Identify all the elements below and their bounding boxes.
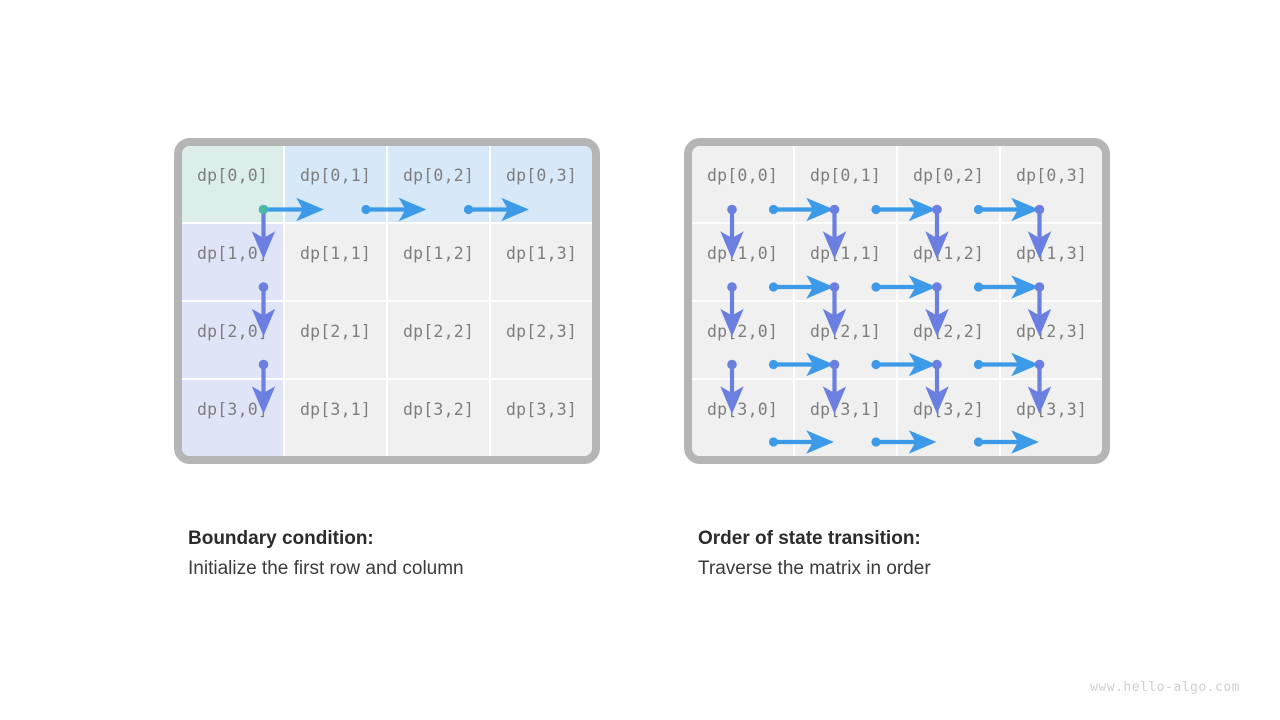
dp-cell-right-2-0: dp[2,0] <box>692 302 793 378</box>
dp-cell-right-0-1: dp[0,1] <box>795 146 896 222</box>
dp-cell-label: dp[1,3] <box>1016 243 1087 263</box>
dp-cell-label: dp[1,1] <box>810 243 881 263</box>
dp-cell-left-2-2: dp[2,2] <box>388 302 489 378</box>
dp-cell-label: dp[2,0] <box>707 321 778 341</box>
dp-cell-right-1-1: dp[1,1] <box>795 224 896 300</box>
dp-cell-label: dp[2,3] <box>1016 321 1087 341</box>
dp-cell-left-1-3: dp[1,3] <box>491 224 592 300</box>
dp-cell-left-2-1: dp[2,1] <box>285 302 386 378</box>
dp-cell-label: dp[0,0] <box>197 165 268 185</box>
dp-cell-right-2-2: dp[2,2] <box>898 302 999 378</box>
dp-cell-label: dp[3,1] <box>810 399 881 419</box>
dp-cell-label: dp[2,1] <box>810 321 881 341</box>
dp-cell-right-2-3: dp[2,3] <box>1001 302 1102 378</box>
dp-cell-label: dp[2,0] <box>197 321 268 341</box>
dp-cell-label: dp[3,0] <box>197 399 268 419</box>
dp-cell-left-0-2: dp[0,2] <box>388 146 489 222</box>
dp-cell-label: dp[1,2] <box>403 243 474 263</box>
dp-cell-left-3-1: dp[3,1] <box>285 380 386 456</box>
dp-matrix-grid-right: dp[0,0] dp[0,1] dp[0,2] dp[0,3] dp[1,0] dp[1,… <box>692 146 1102 456</box>
caption-right-subtitle: Traverse the matrix in order <box>698 558 931 579</box>
dp-cell-label: dp[0,2] <box>403 165 474 185</box>
dp-cell-label: dp[3,2] <box>403 399 474 419</box>
dp-cell-left-3-2: dp[3,2] <box>388 380 489 456</box>
dp-cell-right-3-2: dp[3,2] <box>898 380 999 456</box>
dp-cell-right-0-3: dp[0,3] <box>1001 146 1102 222</box>
dp-cell-label: dp[3,0] <box>707 399 778 419</box>
dp-cell-left-0-1: dp[0,1] <box>285 146 386 222</box>
dp-cell-left-1-1: dp[1,1] <box>285 224 386 300</box>
dp-cell-label: dp[2,1] <box>300 321 371 341</box>
caption-boundary-condition: Boundary condition: Initialize the first… <box>188 528 464 580</box>
dp-cell-label: dp[1,0] <box>197 243 268 263</box>
dp-cell-left-0-0: dp[0,0] <box>182 146 283 222</box>
dp-cell-left-0-3: dp[0,3] <box>491 146 592 222</box>
state-transition-panel: dp[0,0] dp[0,1] dp[0,2] dp[0,3] dp[1,0] dp[1,… <box>684 138 1110 464</box>
dp-cell-right-3-0: dp[3,0] <box>692 380 793 456</box>
caption-left-subtitle: Initialize the first row and column <box>188 558 464 579</box>
dp-cell-right-0-2: dp[0,2] <box>898 146 999 222</box>
caption-left-title: Boundary condition: <box>188 528 374 549</box>
dp-cell-label: dp[2,3] <box>506 321 577 341</box>
dp-cell-right-3-1: dp[3,1] <box>795 380 896 456</box>
dp-cell-label: dp[1,3] <box>506 243 577 263</box>
dp-cell-label: dp[3,2] <box>913 399 984 419</box>
dp-cell-label: dp[2,2] <box>913 321 984 341</box>
dp-cell-right-0-0: dp[0,0] <box>692 146 793 222</box>
dp-cell-right-1-2: dp[1,2] <box>898 224 999 300</box>
dp-cell-right-2-1: dp[2,1] <box>795 302 896 378</box>
dp-matrix-grid-left: dp[0,0] dp[0,1] dp[0,2] dp[0,3] dp[1,0] dp[1,… <box>182 146 592 456</box>
boundary-condition-panel: dp[0,0] dp[0,1] dp[0,2] dp[0,3] dp[1,0] dp[1,… <box>174 138 600 464</box>
dp-cell-label: dp[0,2] <box>913 165 984 185</box>
dp-cell-label: dp[0,3] <box>506 165 577 185</box>
dp-cell-left-2-3: dp[2,3] <box>491 302 592 378</box>
dp-cell-label: dp[2,2] <box>403 321 474 341</box>
watermark-url: www.hello-algo.com <box>1090 680 1240 695</box>
dp-cell-right-1-3: dp[1,3] <box>1001 224 1102 300</box>
dp-cell-label: dp[1,2] <box>913 243 984 263</box>
caption-right-title: Order of state transition: <box>698 528 921 549</box>
dp-cell-left-2-0: dp[2,0] <box>182 302 283 378</box>
dp-cell-label: dp[3,3] <box>506 399 577 419</box>
dp-cell-label: dp[0,3] <box>1016 165 1087 185</box>
dp-cell-left-1-0: dp[1,0] <box>182 224 283 300</box>
caption-state-transition: Order of state transition: Traverse the … <box>698 528 931 580</box>
dp-cell-label: dp[0,1] <box>300 165 371 185</box>
dp-cell-left-1-2: dp[1,2] <box>388 224 489 300</box>
dp-cell-label: dp[3,3] <box>1016 399 1087 419</box>
dp-cell-label: dp[0,1] <box>810 165 881 185</box>
dp-cell-left-3-0: dp[3,0] <box>182 380 283 456</box>
dp-cell-label: dp[0,0] <box>707 165 778 185</box>
dp-cell-right-3-3: dp[3,3] <box>1001 380 1102 456</box>
dp-cell-label: dp[3,1] <box>300 399 371 419</box>
dp-cell-right-1-0: dp[1,0] <box>692 224 793 300</box>
dp-cell-left-3-3: dp[3,3] <box>491 380 592 456</box>
dp-cell-label: dp[1,1] <box>300 243 371 263</box>
dp-cell-label: dp[1,0] <box>707 243 778 263</box>
